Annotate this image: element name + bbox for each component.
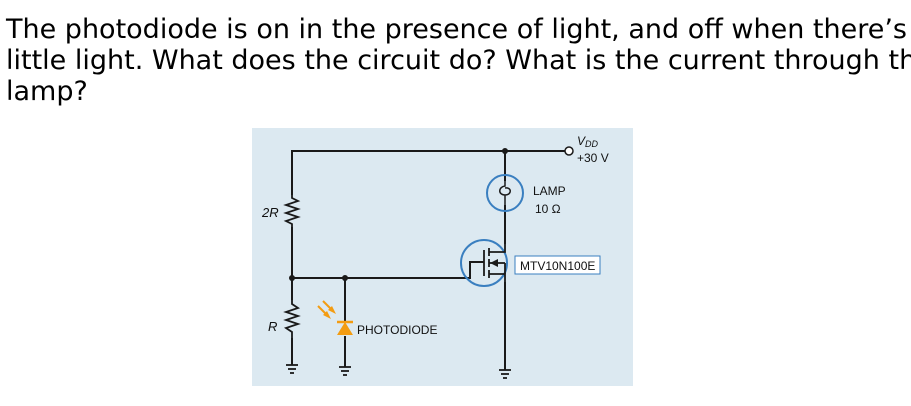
mosfet <box>460 239 508 287</box>
svg-text:VDD: VDD <box>577 134 599 149</box>
ground-icon <box>339 366 351 376</box>
wires <box>291 150 565 370</box>
photodiode <box>337 320 353 335</box>
question-line-1: The photodiode is on in the presence of … <box>6 14 907 45</box>
supply-value-label: +30 V <box>577 151 609 165</box>
resistor-r <box>283 300 301 338</box>
lamp-resistance-label: 10 Ω <box>535 202 561 216</box>
junctions <box>289 148 508 281</box>
mosfet-label-box <box>514 255 601 275</box>
junction-dot <box>342 275 348 281</box>
resistor-2r <box>283 195 301 227</box>
mosfet-drain-lead <box>489 244 506 253</box>
question-line-2: little light. What does the circuit do? … <box>6 45 911 76</box>
lamp-circle <box>486 174 524 212</box>
gate-wire <box>345 261 484 279</box>
vdd-terminal <box>564 146 574 156</box>
vdd-subscript: DD <box>585 139 598 149</box>
question-text: The photodiode is on in the presence of … <box>6 14 911 107</box>
photodiode-triangle <box>337 322 353 335</box>
mosfet-arrow-icon <box>490 259 498 267</box>
ground-symbols <box>286 364 511 379</box>
mosfet-label: MTV10N100E <box>520 259 595 273</box>
junction-dot <box>289 275 295 281</box>
lamp-label: LAMP <box>533 184 566 198</box>
photodiode-label: PHOTODIODE <box>357 323 437 337</box>
question-line-3: lamp? <box>6 76 88 107</box>
lamp <box>486 174 524 212</box>
light-arrows-icon <box>317 300 336 319</box>
resistor-2r-label: 2R <box>261 205 279 220</box>
top-rail-wire <box>291 150 565 195</box>
junction-dot <box>502 148 508 154</box>
ground-icon <box>286 364 298 374</box>
ground-icon <box>499 369 511 379</box>
vdd-label: V <box>577 134 586 148</box>
lamp-filament-icon <box>499 181 511 205</box>
mosfet-circle <box>460 239 508 287</box>
resistor-r-label: R <box>268 319 277 334</box>
